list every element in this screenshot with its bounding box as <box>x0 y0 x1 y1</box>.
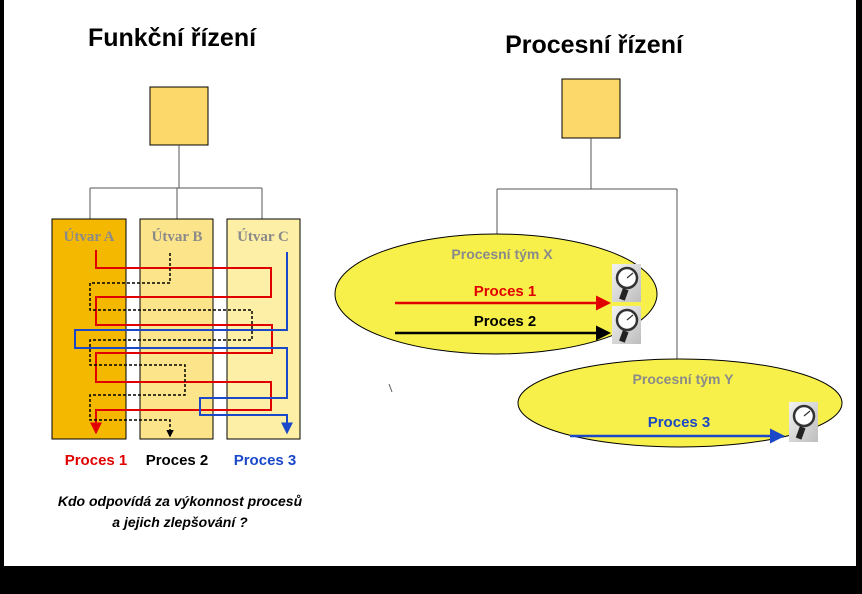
process-title: Procesní řízení <box>505 31 684 59</box>
process-top-box <box>561 78 621 139</box>
cursor-icon <box>388 383 393 393</box>
gauge-icon <box>789 402 818 442</box>
team-y-label: Procesní tým Y <box>633 371 735 387</box>
team-y-ellipse <box>517 358 843 448</box>
functional-top-box <box>149 86 209 146</box>
unit-a-label: Útvar A <box>64 228 115 245</box>
team-x-proces2-label: Proces 2 <box>474 313 537 330</box>
functional-label-proces3: Proces 3 <box>234 452 297 469</box>
team-y-proces3-label: Proces 3 <box>648 414 711 431</box>
slide-bottom-bar <box>0 566 862 589</box>
gauge-icon <box>612 306 641 344</box>
functional-label-proces1: Proces 1 <box>65 452 128 469</box>
functional-flow-proces3 <box>74 252 293 435</box>
functional-title: Funkční řízení <box>88 24 257 52</box>
functional-flow-proces2 <box>89 253 253 438</box>
gauge-icon <box>612 264 641 302</box>
unit-c-label: Útvar C <box>237 228 289 245</box>
functional-question-line2: a jejich zlepšování ? <box>112 514 248 530</box>
functional-label-proces2: Proces 2 <box>146 452 209 469</box>
team-x-ellipse <box>334 233 658 355</box>
functional-question-line1: Kdo odpovídá za výkonnost procesů <box>58 493 303 509</box>
unit-b-label: Útvar B <box>152 228 203 245</box>
functional-flow-proces1 <box>90 250 273 435</box>
team-x-label: Procesní tým X <box>451 246 553 262</box>
team-x-proces1-label: Proces 1 <box>474 283 537 300</box>
